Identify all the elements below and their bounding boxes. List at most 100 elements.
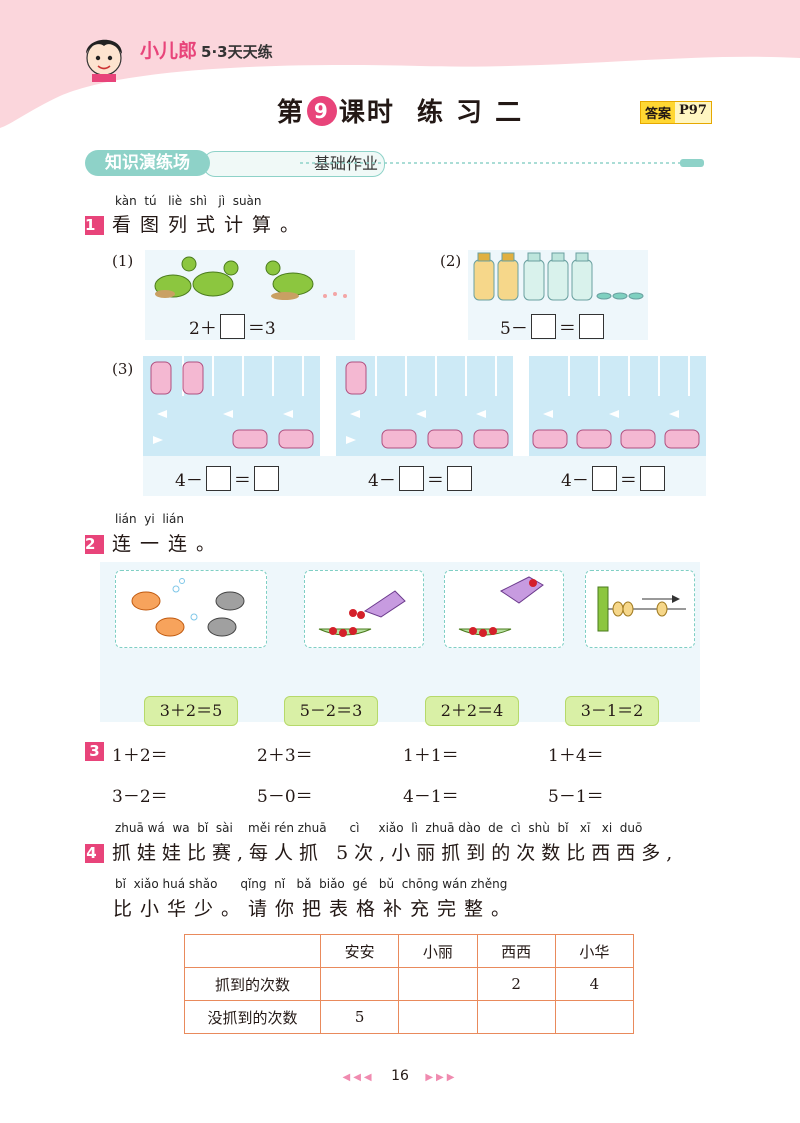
q1-part1-label: (1) <box>112 252 134 270</box>
q1-prompt: 1 看图列式计算。 <box>85 210 308 237</box>
banner-main: 知识演练场 <box>85 150 210 176</box>
q4-number: 4 <box>85 844 104 863</box>
q3-row1-item2[interactable]: 2＋3＝ <box>257 746 313 766</box>
q4-pinyin-line1: zhuā wá wa bǐ sài měi rén zhuā cì xiǎo l… <box>115 821 643 835</box>
q1-text: 看图列式计算。 <box>112 214 309 236</box>
boy-mascot-icon <box>86 39 122 82</box>
q3-number: 3 <box>85 742 104 761</box>
cars-illustration-2 <box>345 356 509 449</box>
lesson-number-badge: 9 <box>306 96 337 126</box>
q1-part1-picture: 2＋ ＝3 <box>145 250 355 340</box>
answer-box[interactable] <box>219 314 245 339</box>
table-cell[interactable] <box>319 967 400 1001</box>
q4-text-line1: 抓娃娃比赛,每人抓 5次,小丽抓到的次数比西西多, <box>112 842 679 864</box>
bottles-illustration <box>473 252 644 301</box>
eq-mid: ＝ <box>558 319 576 339</box>
table-cell[interactable] <box>554 1000 635 1034</box>
answer-box[interactable] <box>253 466 279 491</box>
q1-part3-equation-2: 4－ ＝ <box>368 466 472 491</box>
q2-pinyin: lián yi lián <box>115 512 184 526</box>
table-row: 没抓到的次数 5 <box>184 1000 635 1034</box>
cars-illustration-1 <box>150 356 314 449</box>
q1-pinyin: kàn tú liè shì jì suàn <box>115 194 262 208</box>
q3-number-wrap: 3 <box>85 742 112 761</box>
q3-row2-item1[interactable]: 3－2＝ <box>112 787 168 807</box>
q4-pinyin-line2: bǐ xiǎo huá shǎo qǐng nǐ bǎ biǎo gé bǔ c… <box>115 877 508 891</box>
answer-page: P97 <box>679 103 707 118</box>
table-cell: 2 <box>476 967 556 1001</box>
banner-sub: 基础作业 <box>203 151 385 177</box>
table-header-cell: 小华 <box>554 934 635 968</box>
q1-part3-equation-1: 4－ ＝ <box>175 466 279 491</box>
score-table: 安安 小丽 西西 小华 抓到的次数 2 4 没抓到的次数 5 <box>184 934 635 1034</box>
q3-row1-item1[interactable]: 1＋2＝ <box>112 746 168 766</box>
table-cell: 5 <box>319 1000 400 1034</box>
title-prefix: 第 <box>276 98 305 128</box>
equation-option-3[interactable]: 2＋2＝4 <box>425 696 519 726</box>
eq-left: 4－ <box>175 471 203 491</box>
picture-card-fish[interactable] <box>115 570 267 648</box>
parking-lot-1 <box>143 356 320 456</box>
right-arrows-icon: ▶▶▶ <box>425 1072 458 1083</box>
banner-pencil-line <box>300 159 704 167</box>
q3-row1-item3[interactable]: 1＋1＝ <box>403 746 459 766</box>
answer-box[interactable] <box>578 314 604 339</box>
eq-mid: ＝ <box>233 471 251 491</box>
table-header-cell <box>184 934 321 968</box>
brand-name: 小儿郎 <box>140 40 198 62</box>
picture-card-bird-cherries-2[interactable] <box>444 570 564 648</box>
abacus-icon <box>597 586 686 632</box>
turtles-illustration <box>154 256 347 300</box>
row-label: 抓到的次数 <box>184 967 321 1001</box>
header-background <box>0 0 800 128</box>
answer-box[interactable] <box>205 466 231 491</box>
title-suffix: 课时 练 习 二 <box>338 98 524 128</box>
q3-row2-item2[interactable]: 5－0＝ <box>257 787 313 807</box>
q1-part3-label: (3) <box>112 360 134 378</box>
q2-matching-area: 3＋2＝5 5－2＝3 2＋2＝4 3－1＝2 <box>100 562 700 726</box>
q1-part3-equation-3: 4－＝ <box>561 466 665 491</box>
table-cell[interactable] <box>398 967 478 1001</box>
eq-left: 2＋ <box>189 319 217 339</box>
table-cell[interactable] <box>398 1000 478 1034</box>
parking-lot-3 <box>529 356 706 456</box>
cars-illustration-3 <box>532 356 700 449</box>
q1-part2-equation: 5－ ＝ <box>500 314 604 339</box>
q4-prompt-line1: 4 抓娃娃比赛,每人抓 5次,小丽抓到的次数比西西多, <box>85 838 678 865</box>
answer-box[interactable] <box>398 466 424 491</box>
q3-row2-item3[interactable]: 4－1＝ <box>403 787 459 807</box>
q1-part2-label: (2) <box>440 252 462 270</box>
equation-option-2[interactable]: 5－2＝3 <box>284 696 378 726</box>
q3-row1-item4[interactable]: 1＋4＝ <box>548 746 604 766</box>
eq-left: 5－ <box>500 319 528 339</box>
q4-text-line2: 比小华少。请你把表格补充完整。 <box>113 898 519 920</box>
equation-option-1[interactable]: 3＋2＝5 <box>144 696 238 726</box>
equation-option-4[interactable]: 3－1＝2 <box>565 696 659 726</box>
answer-box[interactable] <box>446 466 472 491</box>
answer-reference: 答案 P97 <box>640 101 712 124</box>
table-cell[interactable] <box>476 1000 556 1034</box>
table-header-cell: 安安 <box>319 934 400 968</box>
eq-right: ＝3 <box>247 319 276 339</box>
answer-box[interactable] <box>639 466 665 491</box>
q3-row2-item4[interactable]: 5－1＝ <box>548 787 604 807</box>
answer-box[interactable] <box>530 314 556 339</box>
page-number: ◀◀◀ 16 ▶▶▶ <box>0 1068 800 1084</box>
table-row: 抓到的次数 2 4 <box>184 967 635 1001</box>
picture-card-abacus[interactable] <box>585 570 695 648</box>
q1-number: 1 <box>85 216 105 235</box>
answer-label: 答案 <box>641 102 676 123</box>
bird-cherries-icon <box>318 590 406 637</box>
picture-card-bird-cherries-1[interactable] <box>304 570 424 648</box>
banner-sub-label: 基础作业 <box>314 154 379 173</box>
eq-left: 4－ <box>368 471 396 491</box>
left-arrows-icon: ◀◀◀ <box>342 1072 375 1083</box>
eq-mid: ＝ <box>426 471 444 491</box>
table-header-row: 安安 小丽 西西 小华 <box>184 934 635 968</box>
q2-text: 连一连。 <box>112 533 225 555</box>
answer-box[interactable] <box>591 466 617 491</box>
q1-part3-pictures: 4－＝ 4－＝ 4－＝ <box>143 356 706 496</box>
